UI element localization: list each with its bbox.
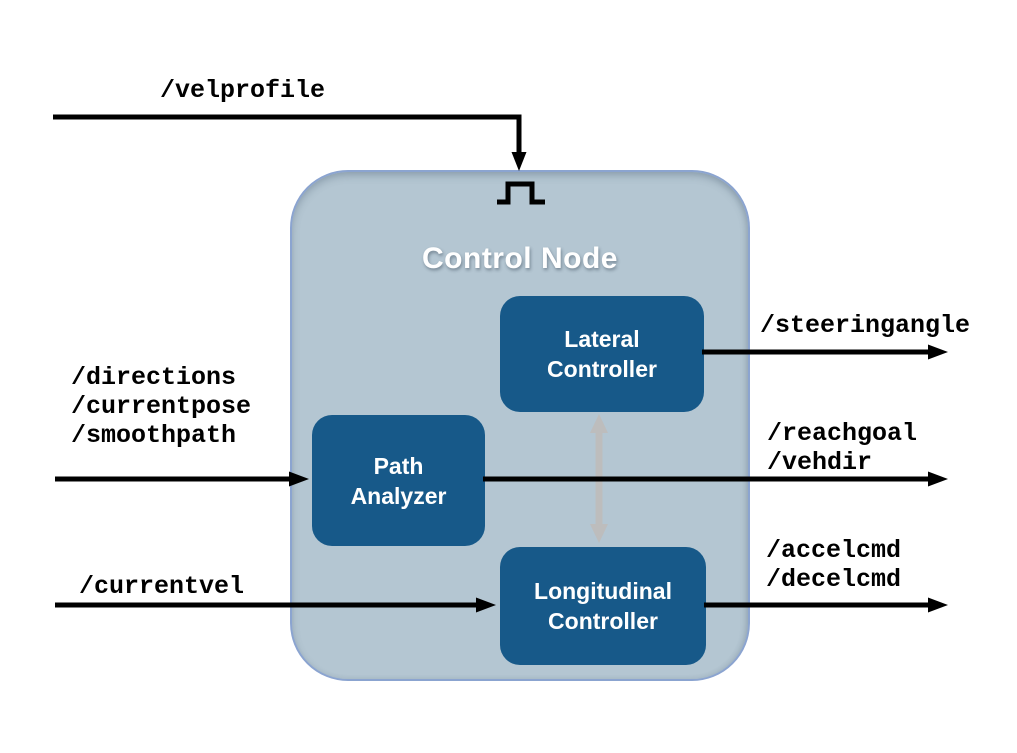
topic-label-steeringangle: /steeringangle — [760, 311, 971, 340]
topic-label-path-outputs: /reachgoal /vehdir — [767, 419, 918, 477]
topic-label-velprofile: /velprofile — [160, 76, 326, 105]
topic-label-currentvel: /currentvel — [79, 572, 245, 601]
topic-label-path-inputs: /directions /currentpose /smoothpath — [71, 363, 252, 450]
block-longitudinal-controller: Longitudinal Controller — [500, 547, 706, 665]
topic-label-longitudinal-outputs: /accelcmd /decelcmd — [766, 536, 902, 594]
control-node-container: Control Node Lateral Controller Path Ana… — [290, 170, 750, 681]
velprofile-arrow — [53, 114, 527, 171]
control-node-title: Control Node — [422, 242, 618, 275]
block-path-analyzer: Path Analyzer — [312, 415, 485, 546]
path-inputs-arrow — [55, 471, 309, 487]
block-lateral-controller: Lateral Controller — [500, 296, 704, 412]
